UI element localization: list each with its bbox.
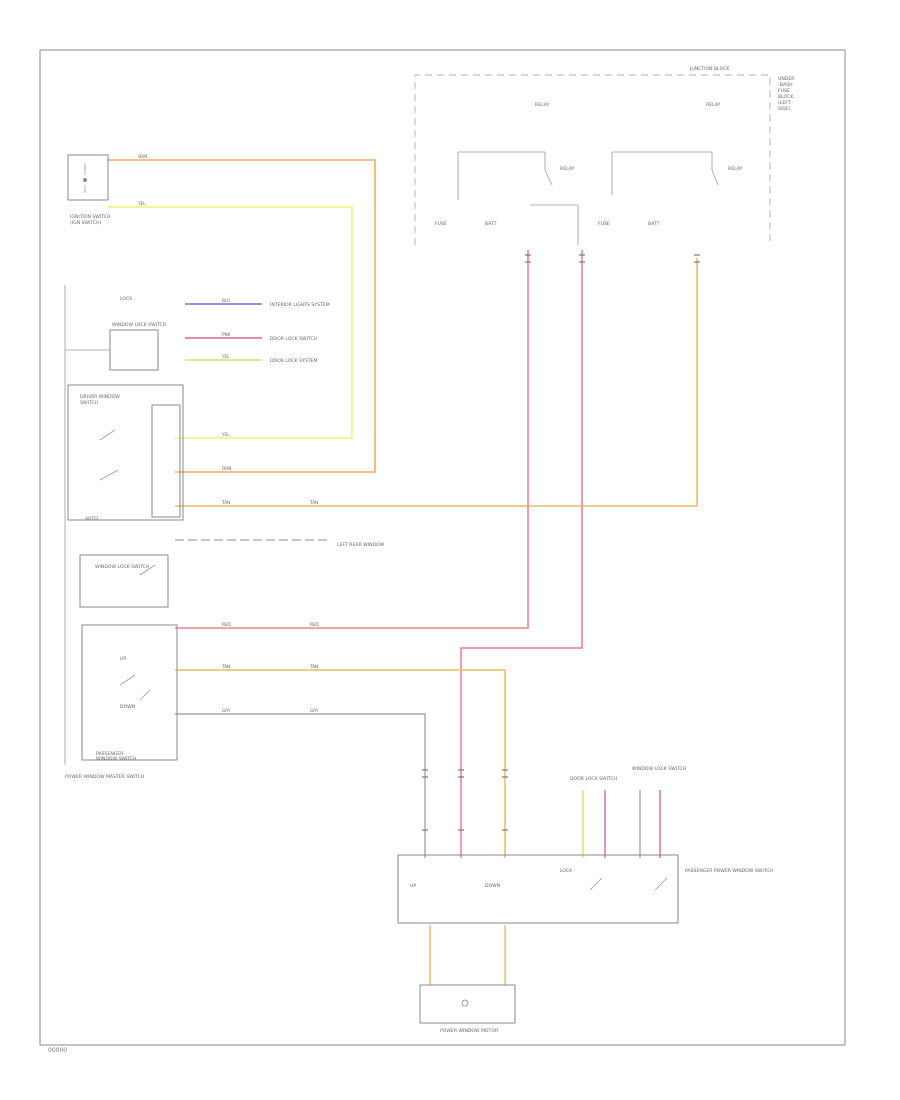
wl-orn: ORN [138, 154, 147, 159]
wire-label-magenta: DOOR LOCK SWITCH [270, 336, 317, 342]
svg-text:LOCK: LOCK [120, 296, 133, 302]
relay-a: RELAY RELAY FUSE BATT [435, 102, 579, 245]
svg-text:PASSENGER POWER WINDOW SWITCH: PASSENGER POWER WINDOW SWITCH [685, 868, 773, 874]
svg-text:BATT: BATT [648, 221, 660, 227]
wl-tan: TAN [221, 500, 230, 505]
svg-text:RELAY: RELAY [728, 166, 743, 172]
svg-text:DOOR LOCK SWITCH: DOOR LOCK SWITCH [570, 776, 617, 782]
outer-frame [39, 49, 846, 1046]
wl-tan-2: TAN [309, 500, 318, 505]
svg-text:AUTO: AUTO [85, 516, 98, 522]
wl-orn-2: ORN [222, 466, 231, 471]
wl-gry: GRY [222, 708, 231, 713]
svg-text:WINDOW LOCK SWITCH: WINDOW LOCK SWITCH [112, 322, 166, 328]
wl-yel-3: YEL [221, 354, 230, 359]
wl-yel: YEL [137, 201, 146, 206]
footer-id: 00000 [48, 1047, 67, 1054]
svg-text:RELAY: RELAY [706, 102, 721, 108]
svg-text:RELAY: RELAY [535, 102, 550, 108]
svg-text:DRIVER WINDOW: DRIVER WINDOW [80, 394, 120, 400]
wire-tan-passenger [175, 669, 506, 858]
relay-b: RELAY RELAY FUSE BATT [598, 102, 743, 227]
svg-text:FUSE: FUSE [435, 221, 447, 227]
wl-blu: BLU [222, 298, 230, 303]
wire-pink-relay [175, 250, 529, 629]
master-switch: LOCK WINDOW LOCK SWITCH DRIVER WINDOW SW… [64, 285, 184, 780]
wl-tan-3: TAN [221, 664, 230, 669]
svg-text:RELAY: RELAY [560, 166, 575, 172]
svg-text:PASSENGER: PASSENGER [96, 751, 124, 757]
wire-label-lime: DOOR LOCK SYSTEM [270, 358, 317, 364]
wire-label-lock: LEFT REAR WINDOW [337, 542, 385, 548]
svg-text:UP: UP [120, 656, 126, 662]
wire-tan-relay [175, 258, 698, 507]
wire-gray-passenger [175, 713, 426, 858]
svg-text:UP: UP [410, 883, 416, 889]
svg-text:DOWN: DOWN [120, 704, 135, 710]
power-window-motor: POWER WINDOW MOTOR [419, 984, 516, 1034]
svg-text:DOWN: DOWN [485, 883, 500, 889]
svg-text:WINDOW LOCK SWITCH: WINDOW LOCK SWITCH [632, 766, 686, 772]
wire-label-blue: INTERIOR LIGHTS SYSTEM [270, 302, 330, 308]
svg-text:POWER WINDOW MOTOR: POWER WINDOW MOTOR [440, 1028, 499, 1034]
wire-orange [108, 159, 376, 473]
connector-ticks [422, 254, 700, 831]
svg-text:WINDOW SWITCH: WINDOW SWITCH [96, 756, 137, 762]
svg-text:(IGN SWITCH): (IGN SWITCH) [70, 220, 102, 226]
passenger-switch: UP DOWN LOCK PASSENGER POWER WINDOW SWIT… [397, 766, 773, 924]
wire-yellow [108, 206, 353, 439]
wl-gry-2: GRY [310, 708, 319, 713]
svg-text:IGNITION SWITCH: IGNITION SWITCH [70, 214, 110, 220]
wl-tan-4: TAN [309, 664, 318, 669]
svg-text:FUSE: FUSE [598, 221, 610, 227]
junction-block-label: JUNCTION BLOCK [689, 66, 730, 72]
junction-block-outline [414, 74, 771, 245]
wl-pnk: PNK [222, 332, 231, 337]
wire-pink-passenger [460, 250, 583, 858]
svg-text:BATT: BATT [485, 221, 497, 227]
ignition-switch: IGNITION SWITCH (IGN SWITCH) [67, 154, 110, 226]
svg-text:SWITCH: SWITCH [80, 400, 98, 406]
wl-red-2: RED [310, 622, 319, 627]
svg-text:WINDOW LOCK SWITCH: WINDOW LOCK SWITCH [95, 564, 149, 570]
wl-yel-2: YEL [221, 432, 230, 437]
svg-text:POWER WINDOW MASTER SWITCH: POWER WINDOW MASTER SWITCH [65, 774, 144, 780]
wl-red: RED [222, 622, 231, 627]
svg-text:LOCK: LOCK [560, 868, 573, 874]
